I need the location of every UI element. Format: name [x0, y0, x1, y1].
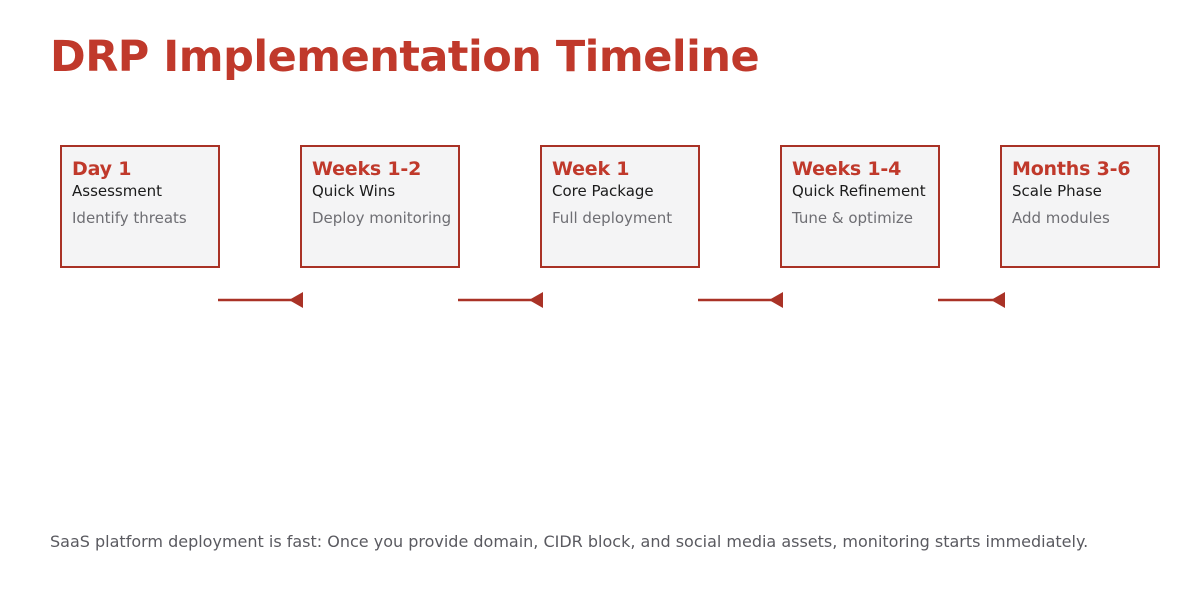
timeline-card-2-phase: Quick Wins	[312, 181, 396, 200]
timeline-card-3-detail: Full deployment	[552, 209, 673, 228]
page-title: DRP Implementation Timeline	[50, 32, 760, 82]
timeline-card-5-phase: Scale Phase	[1012, 181, 1102, 200]
timeline-card-2-detail: Deploy monitoring	[312, 209, 452, 228]
timeline-card-1[interactable]: Day 1 Assessment Identify threats	[60, 145, 220, 268]
timeline-card-3-phase: Core Package	[552, 181, 654, 200]
timeline-card-5-detail: Add modules	[1012, 209, 1110, 228]
timeline-card-2-content: Weeks 1-2 Quick Wins Deploy monitoring	[312, 158, 512, 228]
timeline-card-3[interactable]: Week 1 Core Package Full deployment	[540, 145, 700, 268]
timeline-card-1-phase: Assessment	[72, 181, 162, 200]
timeline-card-1-detail: Identify threats	[72, 209, 187, 228]
connector-arrow-4	[938, 288, 1024, 312]
timeline-card-4-content: Weeks 1-4 Quick Refinement Tune & optimi…	[792, 158, 992, 228]
footer-note: SaaS platform deployment is fast: Once y…	[50, 532, 1089, 551]
timeline-card-4[interactable]: Weeks 1-4 Quick Refinement Tune & optimi…	[780, 145, 940, 268]
connector-arrow-1	[218, 288, 304, 312]
timeline-card-4-detail: Tune & optimize	[792, 209, 913, 228]
connector-arrow-2	[458, 288, 544, 312]
timeline-card-4-phase: Quick Refinement	[792, 181, 926, 200]
timeline-card-3-period: Week 1	[552, 158, 630, 180]
timeline-card-2[interactable]: Weeks 1-2 Quick Wins Deploy monitoring	[300, 145, 460, 268]
timeline-card-1-content: Day 1 Assessment Identify threats	[72, 158, 272, 228]
timeline-card-2-period: Weeks 1-2	[312, 158, 422, 180]
timeline-card-1-period: Day 1	[72, 158, 132, 180]
timeline-card-5[interactable]: Months 3-6 Scale Phase Add modules	[1000, 145, 1160, 268]
timeline-card-4-period: Weeks 1-4	[792, 158, 902, 180]
timeline-card-5-content: Months 3-6 Scale Phase Add modules	[1012, 158, 1200, 228]
timeline-card-5-period: Months 3-6	[1012, 158, 1131, 180]
timeline-card-3-content: Week 1 Core Package Full deployment	[552, 158, 752, 228]
connector-arrow-3	[698, 288, 784, 312]
